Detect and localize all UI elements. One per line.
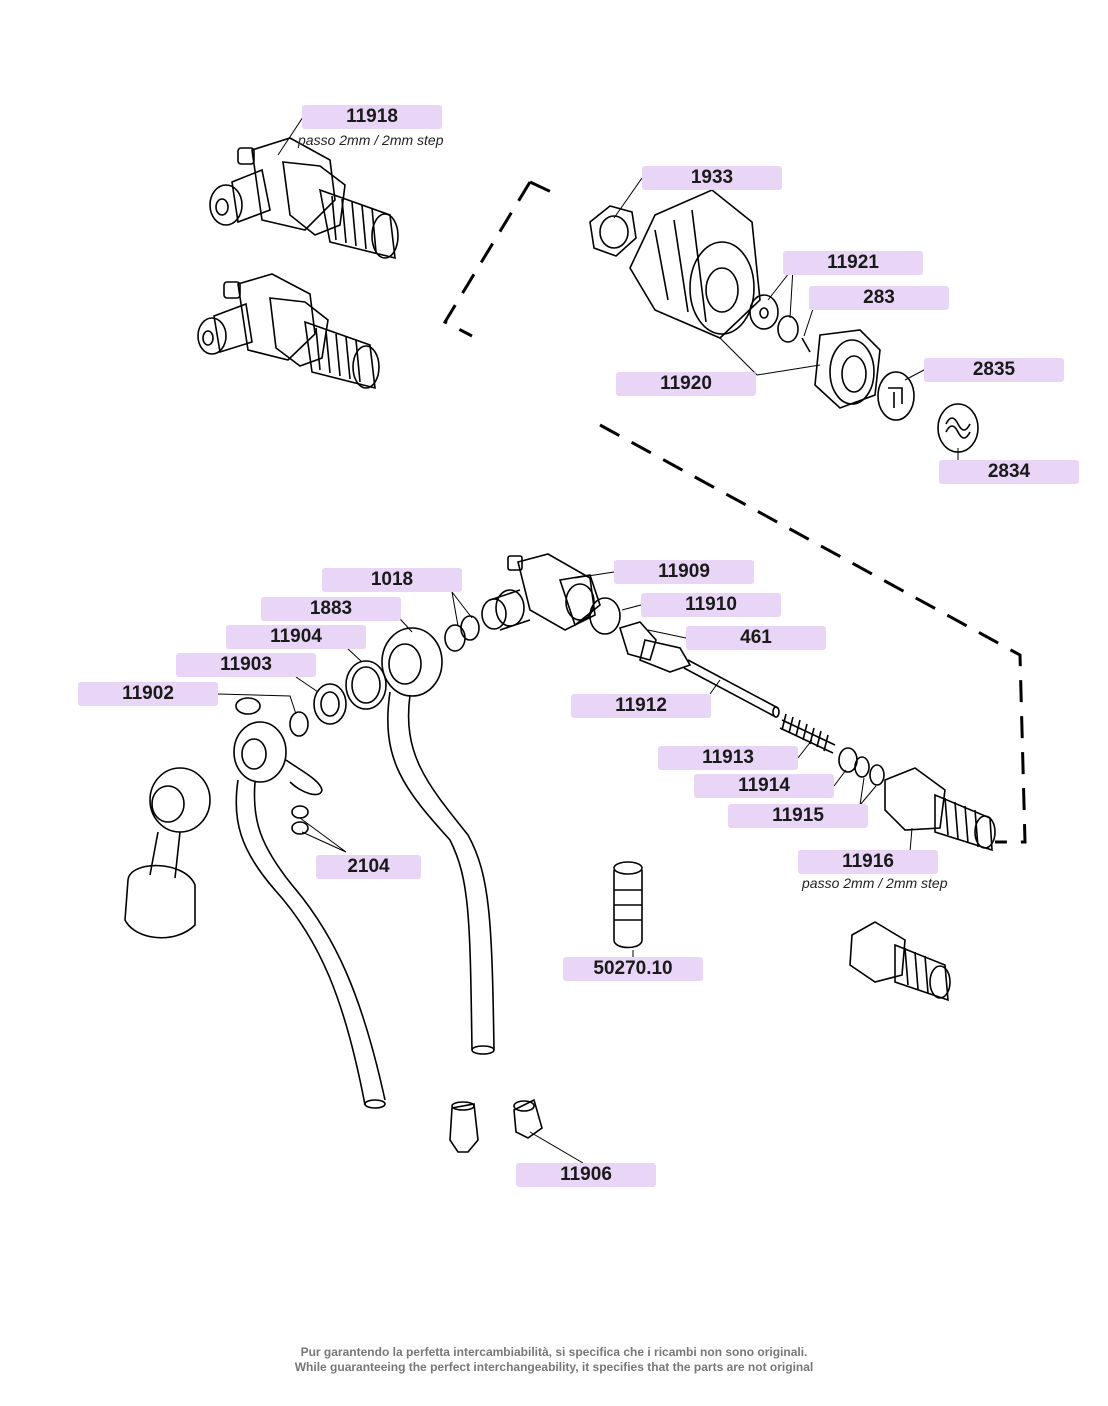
wand-tip-detached	[124, 767, 211, 939]
washer-11921-b	[777, 315, 799, 343]
wand-11902	[233, 697, 386, 1109]
oring-2104-a	[291, 805, 309, 819]
label-1933: 1933	[642, 166, 782, 190]
label-11904: 11904	[226, 625, 366, 649]
insert-50270-10	[613, 861, 643, 949]
valve-11918-upper	[209, 137, 399, 260]
tee-body-11909	[481, 553, 601, 631]
steam-pipe	[381, 627, 495, 1055]
washer-11921-a-hole	[759, 307, 769, 319]
assembly-boundary-dashed	[442, 180, 1027, 844]
fitting-11916-alt	[849, 921, 951, 1002]
footer-disclaimer-en: While guaranteeing the perfect interchan…	[294, 1360, 814, 1374]
label-11914: 11914	[694, 774, 834, 798]
label-11910: 11910	[641, 593, 781, 617]
bell-cap-11920	[814, 329, 881, 409]
washer-11915-a	[854, 756, 870, 778]
label-11906: 11906	[516, 1163, 656, 1187]
seal-461	[618, 621, 657, 661]
leader-lines	[217, 116, 959, 1164]
oring-2104-b	[291, 821, 309, 835]
label-11913: 11913	[658, 746, 798, 770]
label-11902: 11902	[78, 682, 218, 706]
washer-11915-b	[869, 764, 885, 786]
fitting-11916	[884, 767, 996, 852]
note-step-11916: passo 2mm / 2mm step	[802, 875, 948, 891]
ring-1883-inner	[351, 666, 381, 704]
knob-11920	[629, 189, 761, 339]
spring-11913	[779, 713, 836, 754]
nozzle-11906-a	[449, 1101, 479, 1153]
nozzle-11906-b	[513, 1098, 543, 1139]
label-11915: 11915	[728, 804, 868, 828]
label-11918: 11918	[302, 105, 442, 129]
label-11903: 11903	[176, 653, 316, 677]
label-2835: 2835	[924, 358, 1064, 382]
label-50270-10: 50270.10	[563, 957, 703, 981]
label-11921: 11921	[783, 251, 923, 275]
label-11920: 11920	[616, 372, 756, 396]
label-2834: 2834	[939, 460, 1079, 484]
cap-2834	[937, 403, 979, 453]
label-461: 461	[686, 626, 826, 650]
label-2104: 2104	[316, 855, 421, 879]
label-1018: 1018	[322, 568, 462, 592]
ring-11903	[289, 711, 309, 737]
nut-1933	[589, 205, 637, 257]
washer-11921-a	[749, 294, 779, 330]
disc-2835	[877, 371, 915, 421]
label-11909: 11909	[614, 560, 754, 584]
washer-11904-hole	[320, 691, 340, 717]
label-283: 283	[809, 286, 949, 310]
label-11912: 11912	[571, 694, 711, 718]
valve-11918-lower	[197, 273, 380, 390]
washer-1018-a	[444, 624, 466, 652]
label-11916: 11916	[798, 850, 938, 874]
label-1883: 1883	[261, 597, 401, 621]
footer-disclaimer-it: Pur garantendo la perfetta intercambiabi…	[300, 1345, 808, 1359]
ring-1883-outer	[345, 660, 387, 710]
pin-283	[801, 337, 811, 353]
note-step-11918: passo 2mm / 2mm step	[298, 132, 444, 148]
stem-11912	[639, 639, 780, 718]
washer-11904	[313, 683, 347, 725]
washer-1018-b	[460, 615, 480, 641]
washer-11910	[589, 597, 621, 635]
